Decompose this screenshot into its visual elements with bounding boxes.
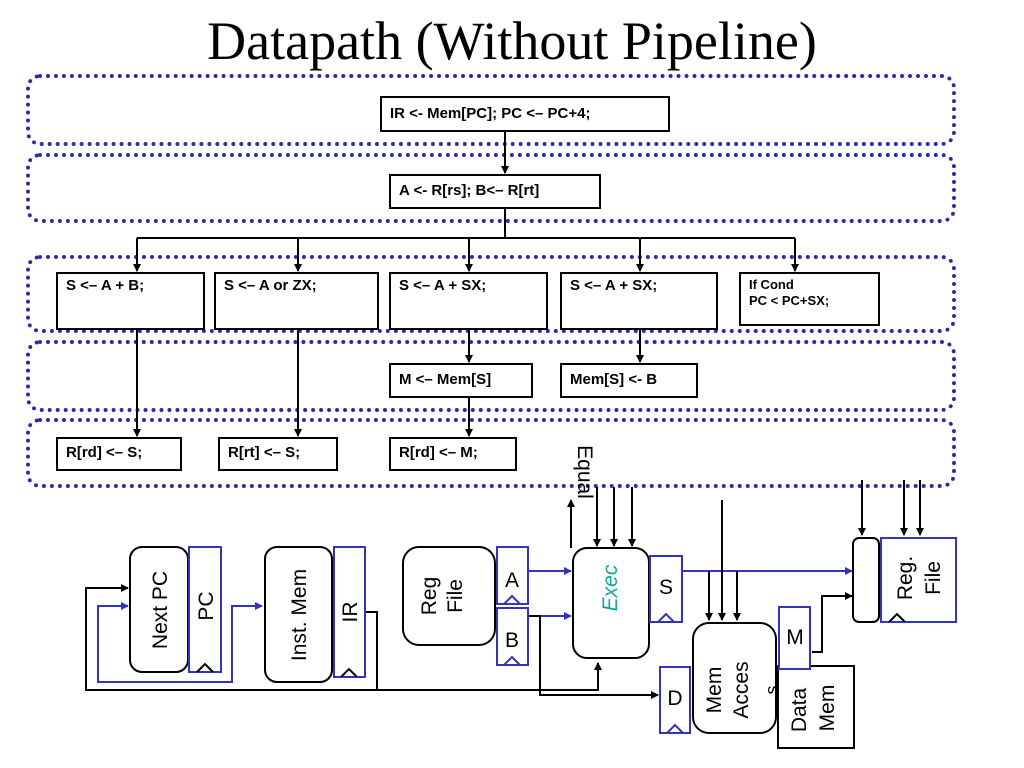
ir-register: IR bbox=[333, 546, 366, 678]
s-label: S bbox=[659, 576, 673, 599]
state-branch-line-1: If Cond bbox=[749, 277, 794, 292]
exec-label: Exec bbox=[599, 564, 622, 611]
state-wb-rd-m: R[rd] <– M; bbox=[389, 437, 517, 471]
s-register: S bbox=[649, 555, 683, 623]
datapath-wires-black bbox=[85, 480, 924, 699]
state-wb-rd-s: R[rd] <– S; bbox=[56, 437, 182, 471]
b-label: B bbox=[505, 629, 519, 652]
b-register: B bbox=[496, 607, 529, 666]
data-mem-block: Data Mem bbox=[777, 665, 855, 749]
stage-band-memory bbox=[26, 340, 956, 412]
d-label: D bbox=[667, 687, 682, 710]
pc-register: PC bbox=[188, 546, 222, 673]
state-mem-store: Mem[S] <- B bbox=[560, 363, 698, 398]
mem-access-label-3: s bbox=[762, 686, 782, 695]
ir-label: IR bbox=[339, 602, 362, 623]
state-branch-line-2: PC < PC+SX; bbox=[749, 293, 830, 308]
inst-mem-block: Inst. Mem bbox=[264, 546, 333, 683]
m-label: M bbox=[786, 626, 804, 649]
state-exec-addsx-store: S <– A + SX; bbox=[560, 272, 718, 330]
datapath-wires-blue bbox=[97, 567, 853, 683]
state-exec-or: S <– A or ZX; bbox=[214, 272, 379, 330]
state-fetch: IR <- Mem[PC]; PC <– PC+4; bbox=[380, 96, 670, 132]
stage-band-fetch bbox=[26, 74, 956, 146]
mem-access-label-1: Mem bbox=[703, 667, 726, 714]
m-register: M bbox=[778, 606, 811, 670]
stage-band-decode bbox=[26, 153, 956, 223]
mem-access-block: Mem Acces s bbox=[692, 622, 782, 734]
state-exec-add: S <– A + B; bbox=[56, 272, 205, 330]
a-label: A bbox=[505, 569, 519, 592]
state-branch: If Cond PC < PC+SX; bbox=[739, 272, 880, 326]
pc-label: PC bbox=[195, 591, 218, 620]
d-register: D bbox=[659, 666, 691, 734]
writeback-mux bbox=[852, 537, 880, 623]
state-decode: A <- R[rs]; B<– R[rt] bbox=[389, 174, 601, 209]
reg-file-label-2: File bbox=[444, 579, 467, 613]
stage-band-execute bbox=[26, 255, 956, 333]
exec-block: Exec bbox=[572, 547, 650, 659]
mem-access-label-2: Acces bbox=[730, 661, 753, 718]
reg-file-block: Reg File bbox=[402, 546, 496, 646]
a-register: A bbox=[496, 546, 529, 605]
data-mem-label-1: Data bbox=[788, 688, 811, 733]
state-arrows bbox=[133, 131, 799, 437]
stage-band-writeback bbox=[26, 418, 956, 488]
inst-mem-label: Inst. Mem bbox=[288, 569, 311, 661]
state-mem-load: M <– Mem[S] bbox=[389, 363, 533, 398]
next-pc-label: Next PC bbox=[149, 571, 172, 649]
equal-label: Equal bbox=[573, 445, 596, 499]
page-title: Datapath (Without Pipeline) bbox=[207, 11, 817, 71]
data-mem-label-2: Mem bbox=[816, 685, 839, 732]
next-pc-block: Next PC bbox=[129, 546, 189, 673]
reg-file-writeback-block: Reg. File bbox=[880, 537, 957, 623]
state-wb-rt-s: R[rt] <– S; bbox=[218, 437, 338, 471]
reg-file-wb-label-1: Reg. bbox=[894, 556, 917, 600]
state-exec-addsx-load: S <– A + SX; bbox=[389, 272, 548, 330]
reg-file-wb-label-2: File bbox=[922, 561, 945, 595]
reg-file-label-1: Reg bbox=[418, 577, 441, 616]
